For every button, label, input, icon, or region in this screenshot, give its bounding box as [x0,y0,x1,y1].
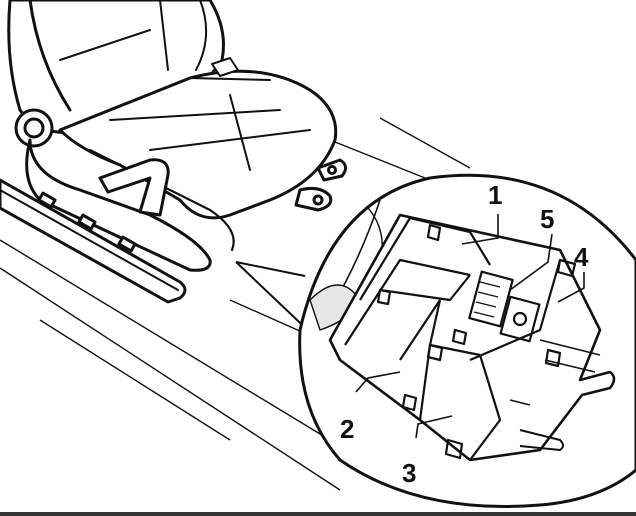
connector-block [468,270,514,328]
floor-lines [0,117,471,491]
seat-side-panel [25,138,212,272]
callout-leaders [355,214,585,439]
relay [499,295,541,343]
seat [0,0,347,304]
callout-4: 4 [574,242,589,272]
height-lever [98,158,170,217]
callout-2: 2 [340,414,354,444]
magnifier: 1 5 4 2 3 [298,173,636,509]
bottom-edge-bar [0,512,636,516]
module-housing [328,213,616,462]
callout-5: 5 [540,204,554,234]
callout-1: 1 [488,180,502,210]
callout-3: 3 [402,458,416,488]
